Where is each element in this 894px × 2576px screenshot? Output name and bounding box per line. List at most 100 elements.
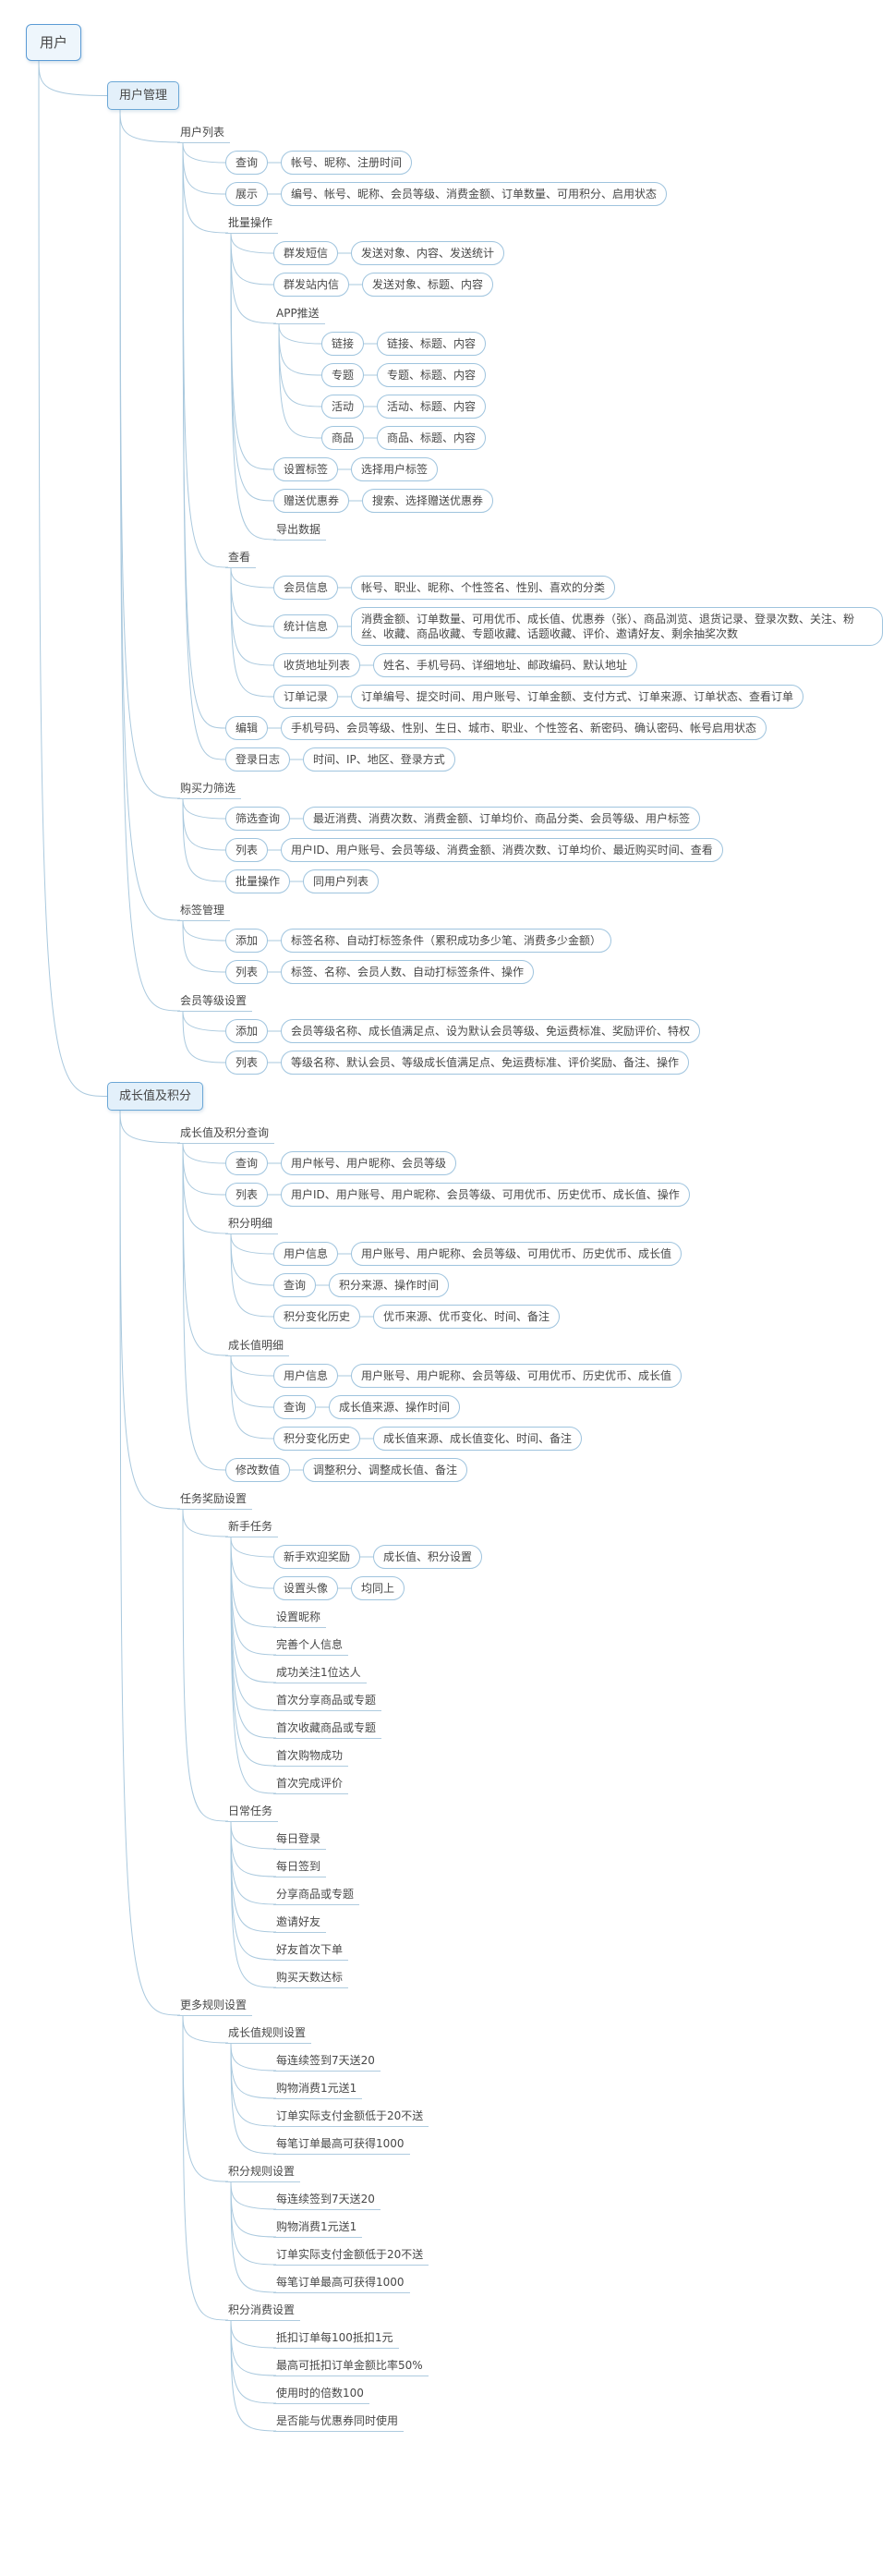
mind-node-bubble[interactable]: 用户ID、用户账号、会员等级、消费金额、消费次数、订单均价、最近购买时间、查看 — [281, 838, 723, 862]
mind-node-bubble[interactable]: 成长值来源、操作时间 — [329, 1395, 461, 1419]
mind-node-bubble[interactable]: 选择用户标签 — [351, 457, 439, 481]
mind-node-bubble[interactable]: 修改数值 — [225, 1458, 291, 1482]
mind-node-bubble[interactable]: 群发短信 — [273, 241, 339, 265]
mind-node-bubble[interactable]: 商品、标题、内容 — [377, 426, 487, 450]
mind-node-bubble[interactable]: 活动、标题、内容 — [377, 395, 487, 419]
mind-node-bubble[interactable]: 展示 — [225, 182, 269, 206]
mind-node-line[interactable]: 购物消费1元送1 — [273, 2218, 363, 2238]
mind-node-line[interactable]: 成长值及积分查询 — [177, 1124, 275, 1144]
mind-node-line[interactable]: 成长值规则设置 — [225, 2023, 312, 2044]
mind-node-bubble[interactable]: 成长值、积分设置 — [373, 1545, 483, 1569]
mind-node-bubble[interactable]: 链接 — [321, 332, 365, 356]
mind-node-bubble[interactable]: 会员等级名称、成长值满足点、设为默认会员等级、免运费标准、奖励评价、特权 — [281, 1019, 701, 1043]
mind-node-bubble[interactable]: 链接、标题、内容 — [377, 332, 487, 356]
mind-node-line[interactable]: 新手任务 — [225, 1517, 279, 1537]
mind-node-line[interactable]: 每笔订单最高可获得1000 — [273, 2134, 410, 2155]
mind-node-line[interactable]: 批量操作 — [225, 213, 279, 234]
mind-node-line[interactable]: 成长值明细 — [225, 1336, 290, 1356]
mind-node-bubble[interactable]: 标签、名称、会员人数、自动打标签条件、操作 — [281, 960, 535, 984]
mind-node-bubble[interactable]: 查询 — [273, 1395, 317, 1419]
mind-node-bubble[interactable]: 时间、IP、地区、登录方式 — [303, 747, 455, 772]
mind-node-bubble[interactable]: 用户信息 — [273, 1364, 339, 1388]
mind-node-topic[interactable]: 成长值及积分 — [107, 1082, 204, 1111]
mind-node-line[interactable]: 更多规则设置 — [177, 1996, 253, 2016]
mind-node-bubble[interactable]: 列表 — [225, 1183, 269, 1207]
mind-node-line[interactable]: 购买天数达标 — [273, 1968, 349, 1988]
mind-node-bubble[interactable]: 列表 — [225, 1051, 269, 1075]
mind-node-bubble[interactable]: 积分来源、操作时间 — [329, 1273, 450, 1297]
mind-node-line[interactable]: 订单实际支付金额低于20不送 — [273, 2107, 429, 2127]
mind-node-line[interactable]: 导出数据 — [273, 520, 327, 541]
mind-node-bubble[interactable]: 姓名、手机号码、详细地址、邮政编码、默认地址 — [373, 653, 638, 677]
mind-node-bubble[interactable]: 同用户列表 — [303, 869, 380, 893]
mind-node-bubble[interactable]: 用户信息 — [273, 1242, 339, 1266]
mind-node-bubble[interactable]: 专题、标题、内容 — [377, 363, 487, 387]
mind-node-line[interactable]: 日常任务 — [225, 1802, 279, 1822]
mind-node-bubble[interactable]: 会员信息 — [273, 576, 339, 600]
mind-node-bubble[interactable]: 用户ID、用户账号、用户昵称、会员等级、可用优币、历史优币、成长值、操作 — [281, 1183, 690, 1207]
mind-node-line[interactable]: 任务奖励设置 — [177, 1489, 253, 1510]
mind-node-line[interactable]: 用户列表 — [177, 123, 231, 143]
mind-node-bubble[interactable]: 发送对象、内容、发送统计 — [351, 241, 505, 265]
mind-node-bubble[interactable]: 设置标签 — [273, 457, 339, 481]
mind-node-bubble[interactable]: 添加 — [225, 1019, 269, 1043]
mind-node-bubble[interactable]: 活动 — [321, 395, 365, 419]
mind-node-bubble[interactable]: 登录日志 — [225, 747, 291, 772]
mind-node-bubble[interactable]: 设置头像 — [273, 1576, 339, 1600]
mind-node-bubble[interactable]: 优币来源、优币变化、时间、备注 — [373, 1305, 561, 1329]
mind-node-bubble[interactable]: 商品 — [321, 426, 365, 450]
mind-node-line[interactable]: 完善个人信息 — [273, 1635, 349, 1656]
mind-node-line[interactable]: 首次购物成功 — [273, 1746, 349, 1767]
mind-node-line[interactable]: 邀请好友 — [273, 1913, 327, 1933]
mind-node-bubble[interactable]: 订单编号、提交时间、用户账号、订单金额、支付方式、订单来源、订单状态、查看订单 — [351, 685, 804, 709]
mind-node-bubble[interactable]: 等级名称、默认会员、等级成长值满足点、免运费标准、评价奖励、备注、操作 — [281, 1051, 690, 1075]
mind-node-bubble[interactable]: 均同上 — [351, 1576, 405, 1600]
mind-node-bubble[interactable]: 订单记录 — [273, 685, 339, 709]
mind-node-line[interactable]: 最高可抵扣订单金额比率50% — [273, 2356, 429, 2376]
mind-node-bubble[interactable]: 手机号码、会员等级、性别、生日、城市、职业、个性签名、新密码、确认密码、帐号启用… — [281, 716, 767, 740]
mind-node-line[interactable]: 标签管理 — [177, 901, 231, 921]
mind-node-bubble[interactable]: 收货地址列表 — [273, 653, 361, 677]
mind-node-bubble[interactable]: 查询 — [273, 1273, 317, 1297]
mind-node-line[interactable]: 会员等级设置 — [177, 991, 253, 1012]
mind-node-line[interactable]: 好友首次下单 — [273, 1940, 349, 1961]
mind-node-line[interactable]: 每笔订单最高可获得1000 — [273, 2273, 410, 2293]
mind-node-bubble[interactable]: 添加 — [225, 929, 269, 953]
mind-node-line[interactable]: APP推送 — [273, 304, 325, 324]
mind-node-line[interactable]: 查看 — [225, 548, 257, 568]
mind-node-line[interactable]: 分享商品或专题 — [273, 1885, 360, 1905]
mind-node-line[interactable]: 每连续签到7天送20 — [273, 2051, 381, 2072]
mind-node-bubble[interactable]: 发送对象、标题、内容 — [362, 273, 494, 297]
mind-node-bubble[interactable]: 标签名称、自动打标签条件（累积成功多少笔、消费多少金额） — [281, 929, 612, 953]
mind-node-bubble[interactable]: 调整积分、调整成长值、备注 — [303, 1458, 468, 1482]
mind-node-line[interactable]: 积分规则设置 — [225, 2162, 301, 2182]
mind-node-line[interactable]: 是否能与优惠券同时使用 — [273, 2412, 405, 2432]
mind-node-bubble[interactable]: 用户帐号、用户昵称、会员等级 — [281, 1151, 457, 1175]
mind-node-bubble[interactable]: 帐号、职业、昵称、个性签名、性别、喜欢的分类 — [351, 576, 616, 600]
mind-node-bubble[interactable]: 搜索、选择赠送优惠券 — [362, 489, 494, 513]
mind-node-line[interactable]: 设置昵称 — [273, 1608, 327, 1628]
mind-node-bubble[interactable]: 积分变化历史 — [273, 1305, 361, 1329]
mind-node-bubble[interactable]: 群发站内信 — [273, 273, 350, 297]
mind-node-line[interactable]: 订单实际支付金额低于20不送 — [273, 2245, 429, 2266]
mind-node-bubble[interactable]: 帐号、昵称、注册时间 — [281, 151, 413, 175]
mind-node-bubble[interactable]: 编号、帐号、昵称、会员等级、消费金额、订单数量、可用积分、启用状态 — [281, 182, 668, 206]
mind-node-line[interactable]: 积分消费设置 — [225, 2301, 301, 2321]
mind-node-line[interactable]: 每连续签到7天送20 — [273, 2190, 381, 2210]
mind-node-bubble[interactable]: 编辑 — [225, 716, 269, 740]
mind-node-bubble[interactable]: 专题 — [321, 363, 365, 387]
mind-node-bubble[interactable]: 查询 — [225, 151, 269, 175]
mind-node-topic[interactable]: 用户管理 — [107, 81, 180, 110]
mind-node-bubble[interactable]: 消费金额、订单数量、可用优币、成长值、优惠券（张）、商品浏览、退货记录、登录次数… — [351, 607, 883, 646]
mind-node-bubble[interactable]: 统计信息 — [273, 614, 339, 638]
mind-node-bubble[interactable]: 列表 — [225, 960, 269, 984]
mind-node-bubble[interactable]: 筛选查询 — [225, 807, 291, 831]
mind-node-line[interactable]: 每日登录 — [273, 1829, 327, 1850]
mind-node-bubble[interactable]: 最近消费、消费次数、消费金额、订单均价、商品分类、会员等级、用户标签 — [303, 807, 701, 831]
mind-node-line[interactable]: 每日签到 — [273, 1857, 327, 1877]
mind-node-bubble[interactable]: 用户账号、用户昵称、会员等级、可用优币、历史优币、成长值 — [351, 1242, 683, 1266]
mind-node-line[interactable]: 积分明细 — [225, 1214, 279, 1234]
mind-node-line[interactable]: 首次收藏商品或专题 — [273, 1719, 382, 1739]
mind-node-line[interactable]: 抵扣订单每100抵扣1元 — [273, 2328, 399, 2349]
mind-node-bubble[interactable]: 用户账号、用户昵称、会员等级、可用优币、历史优币、成长值 — [351, 1364, 683, 1388]
